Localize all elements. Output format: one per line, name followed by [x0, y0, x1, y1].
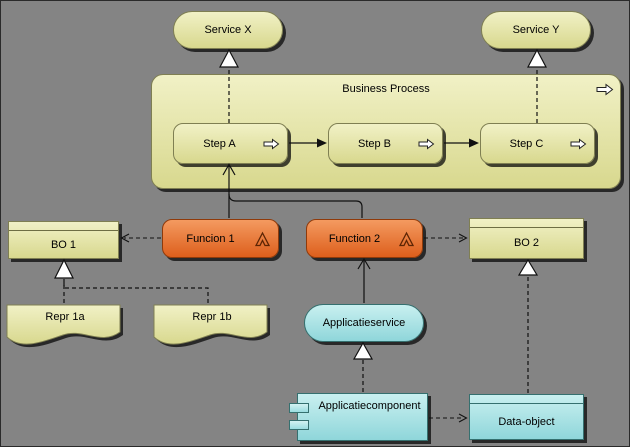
- repr-1b-label: Repr 1b: [192, 311, 232, 323]
- process-arrow-icon: [570, 138, 587, 150]
- step-c-label: Step C: [509, 137, 544, 150]
- service-y-label: Service Y: [512, 24, 560, 36]
- node-applicatieservice[interactable]: Applicatieservice: [304, 304, 424, 342]
- funcion-1-label: Funcion 1: [186, 232, 235, 245]
- node-bo-2[interactable]: BO 2: [469, 218, 584, 259]
- bo-1-label: BO 1: [50, 238, 77, 251]
- bo-2-label: BO 2: [513, 237, 540, 249]
- node-step-c[interactable]: Step C: [480, 123, 595, 164]
- node-bo-1[interactable]: BO 1: [8, 221, 119, 259]
- business-process-label: Business Process: [342, 83, 430, 95]
- data-object-label: Data-object: [498, 415, 555, 428]
- object-top-band: [470, 395, 583, 404]
- process-arrow-icon: [596, 83, 614, 96]
- node-step-b[interactable]: Step B: [328, 123, 443, 164]
- access-applicatiecomponent-data-object[interactable]: [429, 413, 468, 423]
- realization-repr-1a-bo-1[interactable]: [54, 258, 74, 303]
- process-arrow-icon: [263, 138, 280, 150]
- step-b-label: Step B: [357, 137, 392, 150]
- object-top-band: [9, 222, 118, 231]
- node-applicatiecomponent[interactable]: Applicatiecomponent: [289, 393, 428, 441]
- representation-shape: [153, 304, 270, 348]
- process-arrow-icon: [418, 138, 435, 150]
- node-step-a[interactable]: Step A: [173, 123, 288, 164]
- realization-repr-1b-bo-1[interactable]: [63, 279, 209, 303]
- node-function-2[interactable]: Function 2: [306, 219, 423, 258]
- node-service-x[interactable]: Service X: [173, 11, 283, 49]
- function-chevron-icon: [398, 231, 415, 247]
- function-2-label: Function 2: [328, 232, 381, 245]
- node-service-y[interactable]: Service Y: [481, 11, 591, 49]
- access-function-2-bo-2[interactable]: [424, 233, 468, 243]
- applicatiecomponent-label: Applicatiecomponent: [318, 400, 421, 412]
- function-chevron-icon: [254, 231, 271, 247]
- realization-applicatiecomponent-applicatieservice[interactable]: [352, 341, 374, 392]
- representation-shape: [6, 304, 123, 348]
- node-repr-1a[interactable]: Repr 1a: [6, 304, 124, 352]
- node-data-object[interactable]: Data-object: [469, 394, 584, 440]
- serving-applicatieservice-function-2[interactable]: [357, 257, 371, 303]
- service-x-label: Service X: [204, 24, 252, 36]
- node-repr-1b[interactable]: Repr 1b: [153, 304, 271, 352]
- applicatieservice-label: Applicatieservice: [322, 317, 406, 329]
- component-tab-icon: [289, 403, 309, 413]
- serving-function-2-step-a[interactable]: [228, 193, 363, 218]
- node-funcion-1[interactable]: Funcion 1: [162, 219, 279, 258]
- component-tab-icon: [289, 420, 309, 430]
- object-top-band: [470, 219, 583, 228]
- access-funcion-1-bo-1[interactable]: [120, 233, 162, 243]
- step-a-label: Step A: [203, 137, 236, 150]
- repr-1a-label: Repr 1a: [45, 311, 85, 323]
- realization-data-object-bo-2[interactable]: [517, 258, 539, 393]
